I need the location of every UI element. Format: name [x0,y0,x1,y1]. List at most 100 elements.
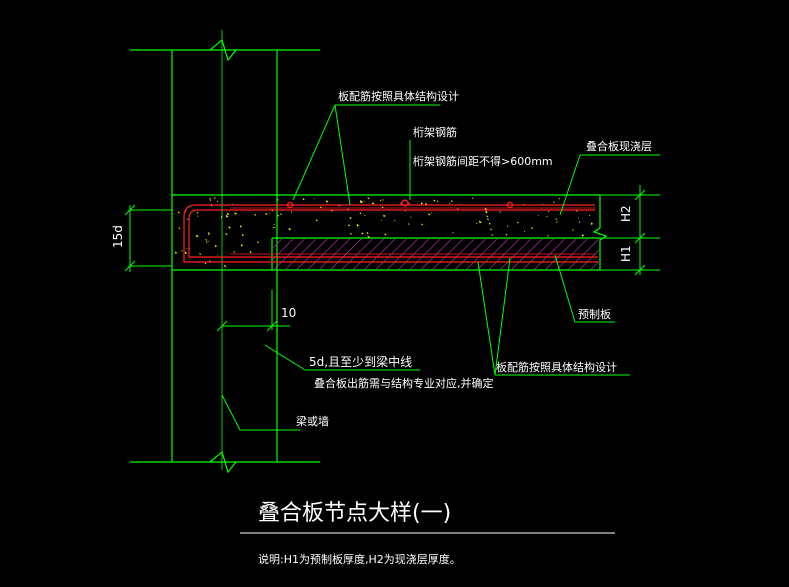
aggregate-speck [272,226,275,229]
aggregate-speck [196,211,199,214]
dimension-10-label: 10 [281,306,296,320]
aggregate-speck [225,214,229,218]
aggregate-speck [505,233,508,236]
aggregate-speck [349,216,352,220]
aggregate-speck [239,225,243,228]
aggregate-speck [364,200,366,202]
aggregate-speck [177,211,180,214]
aggregate-speck [546,215,548,218]
aggregate-speck [302,198,305,201]
aggregate-speck [241,233,245,236]
slab-outline [172,194,608,271]
aggregate-speck [449,202,451,204]
aggregate-speck [556,220,558,223]
label-precast-slab: 预制板 [578,307,611,321]
aggregate-speck [548,210,550,213]
label-truss-rebar: 桁架钢筋 [413,125,457,139]
aggregate-speck [265,212,268,215]
aggregate-speck [506,225,509,227]
dimension-h1-label: H1 [619,245,633,262]
aggregate-speck [350,232,353,235]
aggregate-speck [581,234,585,237]
aggregate-speck [288,227,292,231]
aggregate-speck [356,223,360,227]
dimension-15d [124,204,172,272]
aggregate-speck [205,238,208,241]
aggregate-speck [290,211,293,213]
aggregate-speck [367,197,370,200]
aggregate-speck [491,233,494,236]
aggregate-speck [178,227,181,230]
label-beam-or-wall: 梁或墙 [296,414,329,428]
aggregate-speck [517,221,520,224]
aggregate-speck [547,234,550,237]
aggregate-speck [433,199,436,202]
aggregate-speck [451,200,454,202]
label-slab-rebar-top: 板配筋按照具体结构设计 [338,89,459,103]
aggregate-speck [325,200,329,203]
aggregate-speck [394,219,396,222]
aggregate-speck [220,216,223,218]
aggregate-speck [197,215,199,217]
aggregate-speck [216,200,219,203]
aggregate-speck [490,228,493,231]
dimension-h2-label: H2 [619,205,633,222]
aggregate-speck [476,222,478,225]
aggregate-speck [431,212,433,214]
aggregate-speck [315,219,318,222]
drawing-note: 说明:H1为预制板厚度,H2为现浇层厚度。 [258,552,461,566]
aggregate-speck [199,252,202,255]
aggregate-speck [196,234,199,238]
aggregate-speck [380,199,382,202]
aggregate-speck [486,215,489,218]
aggregate-speck [479,220,482,224]
aggregate-speck [428,213,431,216]
column-wall [130,30,320,474]
aggregate-speck [366,231,369,234]
aggregate-speck [558,197,561,200]
aggregate-speck [217,254,219,256]
aggregate-speck [578,221,581,223]
aggregate-speck [452,231,454,234]
label-slab-rebar-bottom: 板配筋按照具体结构设计 [496,360,617,374]
aggregate-speck [420,202,424,205]
aggregate-speck [359,212,362,215]
aggregate-speck [257,241,260,244]
aggregate-speck [361,232,364,235]
aggregate-speck [348,224,351,227]
label-anchorage-2: 叠合板出筋需与结构专业对应,并确定 [314,376,494,390]
aggregate-speck [437,200,439,203]
aggregate-speck [209,197,212,200]
aggregate-speck [277,199,279,201]
aggregate-speck [277,214,280,217]
aggregate-speck [268,212,270,214]
aggregate-speck [359,200,363,203]
aggregate-speck [214,244,218,248]
aggregate-speck [273,223,276,226]
aggregate-speck [214,197,216,199]
dimension-h1-h2 [600,185,660,276]
label-anchorage-1: 5d,且至少到梁中线 [309,354,412,369]
aggregate-speck [523,230,526,232]
leader-lines [221,104,660,431]
aggregate-speck [224,264,227,267]
aggregate-speck [280,213,283,215]
aggregate-speck [207,232,211,235]
aggregate-speck [457,208,459,210]
aggregate-speck [488,222,491,225]
aggregate-speck [487,218,490,221]
aggregate-speck [591,223,593,225]
aggregate-speck [383,214,386,218]
aggregate-speck [421,223,424,226]
aggregate-speck [206,241,208,243]
aggregate-speck [181,249,183,252]
aggregate-speck [240,244,244,247]
label-truss-spacing: 桁架钢筋间距不得>600mm [413,154,553,168]
aggregate-speck [204,262,207,265]
dimension-15d-label: 15d [111,225,125,248]
aggregate-speck [254,213,257,216]
aggregate-speck [380,219,383,221]
aggregate-speck [499,211,502,213]
aggregate-speck [225,266,227,268]
aggregate-speck [367,235,371,239]
